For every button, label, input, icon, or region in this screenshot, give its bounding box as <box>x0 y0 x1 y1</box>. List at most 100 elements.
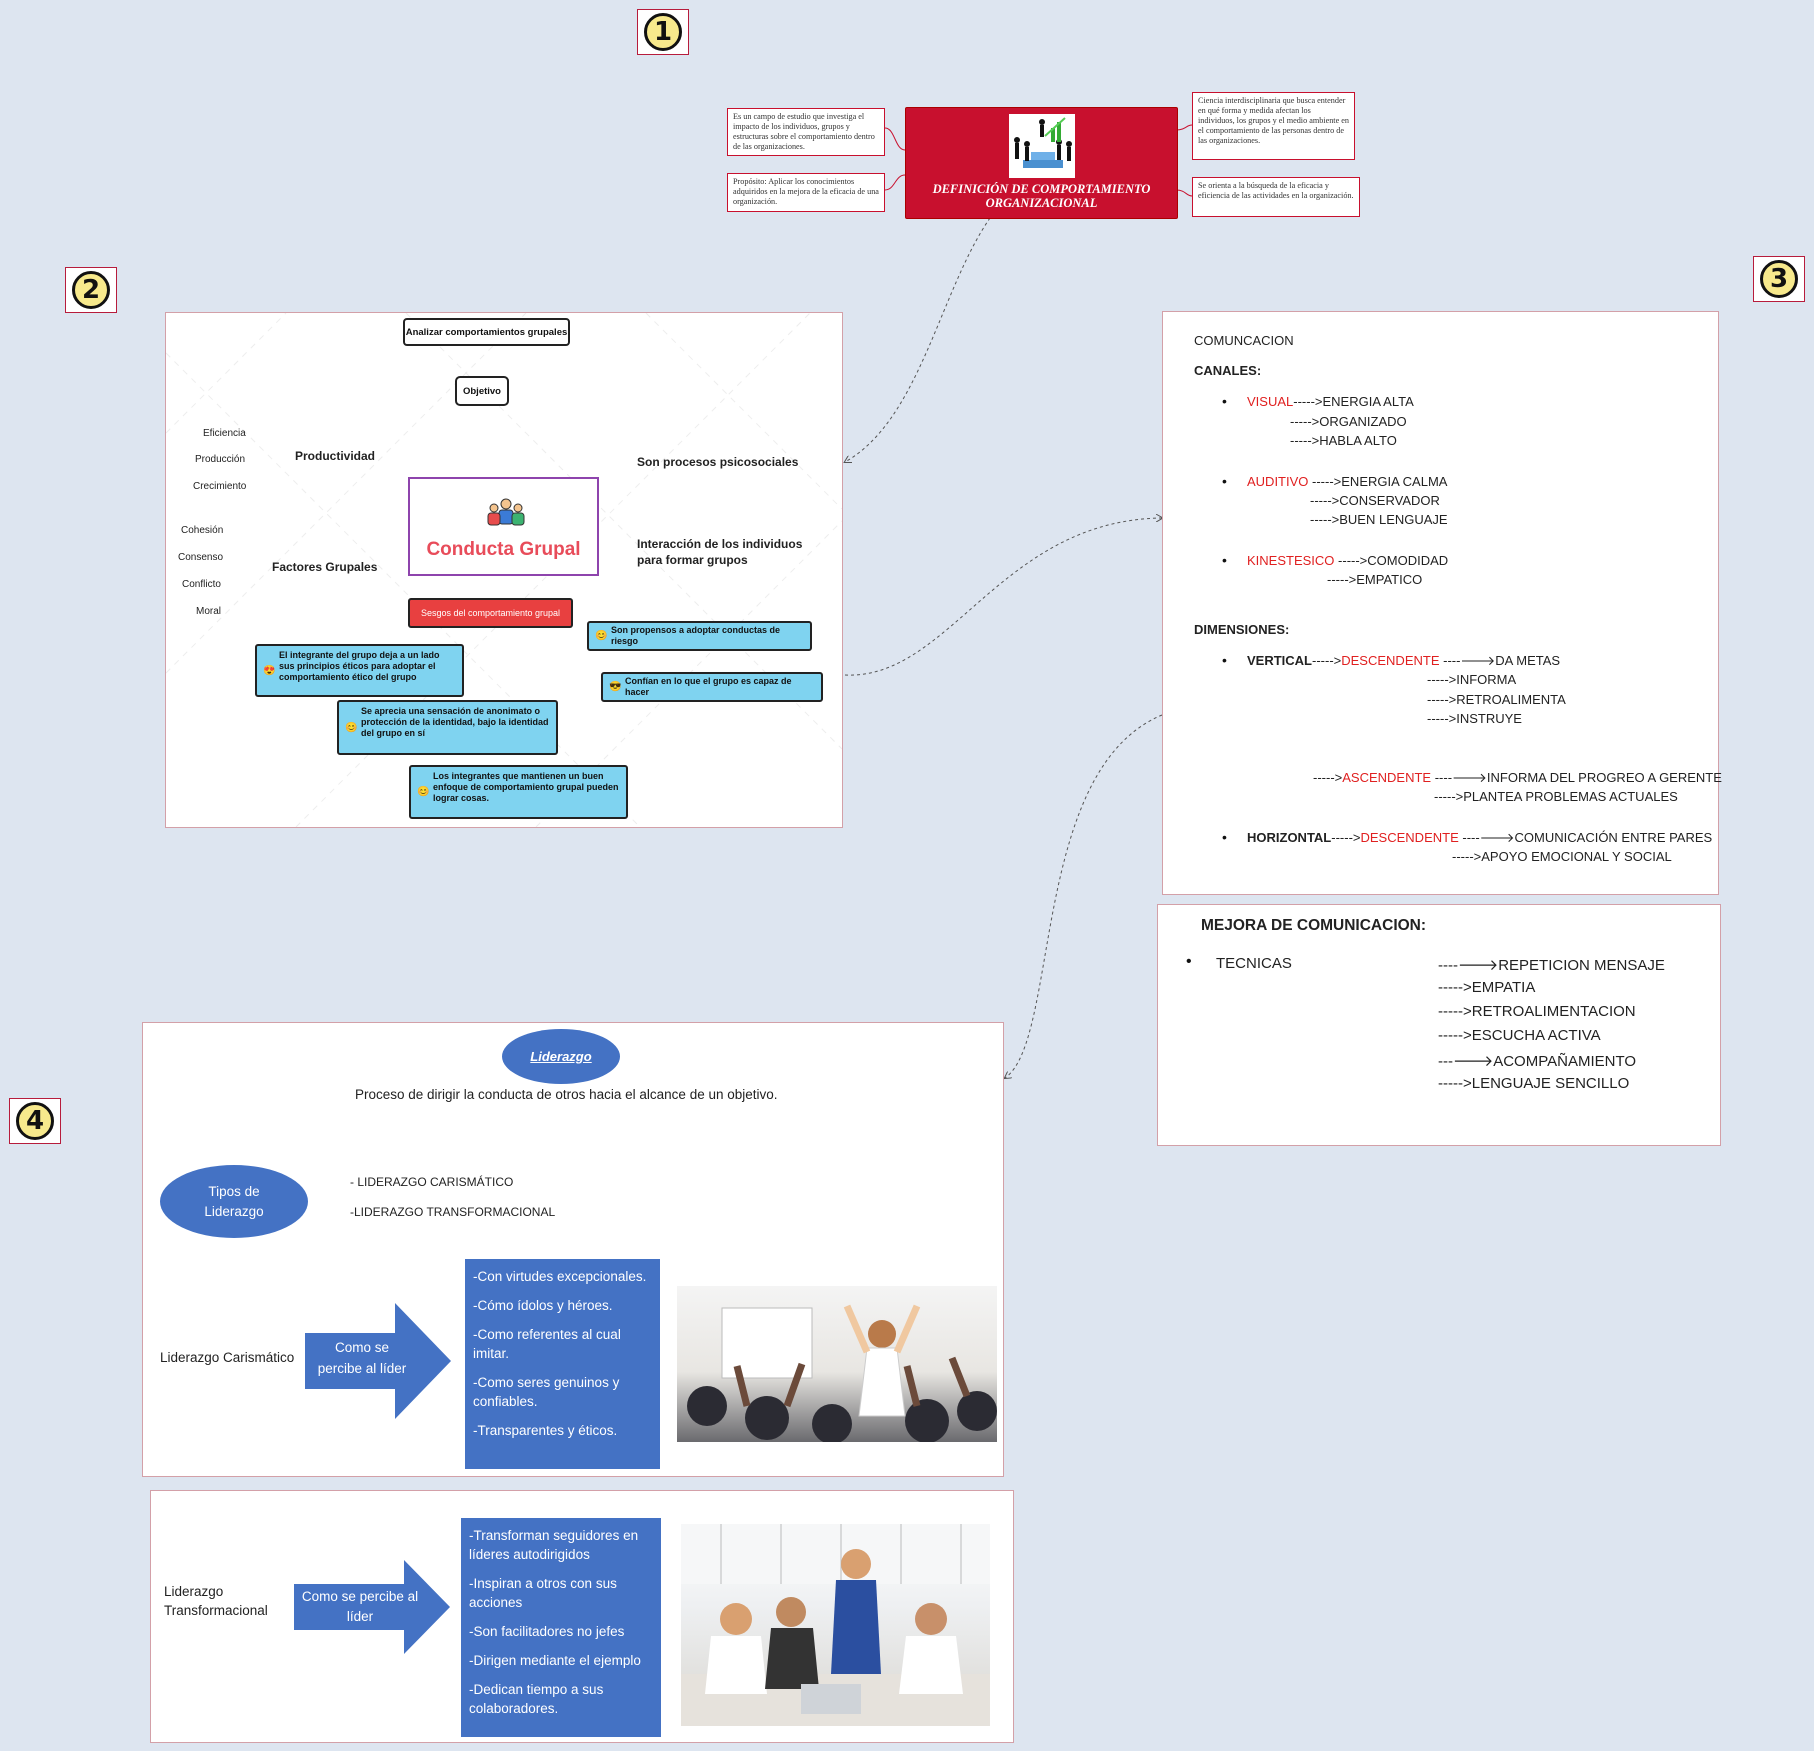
trait-item: -Dirigen mediante el ejemplo <box>469 1653 641 1668</box>
celebration-illustration <box>687 1304 997 1442</box>
sesgo-riesgo-text: Son propensos a adoptar conductas de rie… <box>611 625 781 646</box>
emoji-icon: 😎 <box>609 681 622 693</box>
comunicacion-panel <box>1162 311 1719 895</box>
objetivo-label: Objetivo <box>462 385 501 397</box>
v-informa: ----->INFORMA <box>1427 672 1517 687</box>
fact-item-conflicto: Conflicto <box>182 579 221 590</box>
ascendente-label: ASCENDENTE <box>1342 770 1432 785</box>
h-descendente-label: DESCENDENTE <box>1360 830 1459 845</box>
tecnica-item: ----🡒REPETICION MENSAJE <box>1438 957 1665 974</box>
comunicacion-title: COMUNCACION <box>1194 333 1294 348</box>
emoji-icon: 😊 <box>595 630 608 642</box>
definition-right-bottom: Se orienta a la búsqueda de la eficacia … <box>1192 177 1360 217</box>
interaccion-label: Interacción de los individuos para forma… <box>637 537 803 567</box>
section-badge-1: 1 <box>637 9 689 55</box>
canales-heading: CANALES: <box>1194 363 1262 378</box>
auditivo-line: AUDITIVO ----->ENERGIA CALMA <box>1247 474 1447 489</box>
v-metas: ----🡒DA METAS <box>1439 653 1561 668</box>
tipos-label: Tipos de Liderazgo <box>204 1183 264 1219</box>
objetivo-node[interactable]: Objetivo <box>455 376 509 406</box>
celebrating-team-photo <box>677 1286 997 1442</box>
sesgo-anonimato-node[interactable]: 😊Se aprecia una sensación de anonimato o… <box>337 700 558 755</box>
mejora-title: MEJORA DE COMUNICACION: <box>1201 917 1427 934</box>
trait-item: -Como seres genuinos y confiables. <box>473 1375 620 1409</box>
badge-number: 3 <box>1760 260 1798 298</box>
sesgos-node[interactable]: Sesgos del comportamiento grupal <box>408 598 573 628</box>
bullet: • <box>1222 393 1227 409</box>
team-growth-image <box>1009 114 1075 178</box>
horizontal-label: HORIZONTAL <box>1247 830 1332 845</box>
prod-item-eficiencia: Eficiencia <box>203 428 246 439</box>
emoji-icon: 😍 <box>263 665 276 676</box>
asc-arrow: -----> <box>1313 770 1343 785</box>
bullet: • <box>1186 953 1192 970</box>
visual-organizado: ----->ORGANIZADO <box>1290 414 1407 429</box>
tecnica-item: ----->ESCUCHA ACTIVA <box>1438 1027 1601 1044</box>
tecnicas-label: TECNICAS <box>1216 955 1292 972</box>
conducta-grupal-center[interactable]: Conducta Grupal <box>408 477 599 576</box>
analizar-node[interactable]: Analizar comportamientos grupales <box>403 318 570 346</box>
group-people-icon <box>487 498 525 526</box>
fact-item-moral: Moral <box>196 606 222 617</box>
psico-label: Son procesos psicosociales <box>637 455 799 469</box>
tecnica-item: ---🡒ACOMPAÑAMIENTO <box>1438 1053 1637 1070</box>
liderazgo-definicion: Proceso de dirigir la conducta de otros … <box>355 1087 778 1102</box>
v-retro: ----->RETROALIMENTA <box>1427 692 1566 707</box>
kin-comodidad: ----->COMODIDAD <box>1334 553 1449 568</box>
analizar-label: Analizar comportamientos grupales <box>405 326 568 338</box>
sesgo-riesgo-node[interactable]: 😊Son propensos a adoptar conductas de ri… <box>587 621 812 651</box>
trait-item: -Son facilitadores no jefes <box>469 1624 625 1639</box>
sesgo-logros-text: Los integrantes que mantienen un buen en… <box>433 771 619 803</box>
carismatico-arrow-label: Como se percibe al líder <box>317 1340 407 1376</box>
sesgo-logros-node[interactable]: 😊Los integrantes que mantienen un buen e… <box>409 765 628 819</box>
mejora-panel <box>1157 904 1721 1146</box>
vertical-arrow: -----> <box>1312 653 1342 668</box>
definition-right-top: Ciencia interdisciplinaria que busca ent… <box>1192 92 1355 160</box>
trait-item: -Inspiran a otros con sus acciones <box>469 1576 617 1610</box>
liderazgo-title-ellipse[interactable]: Liderazgo <box>502 1029 620 1084</box>
transformacional-arrow-label: Como se percibe al líder <box>301 1589 419 1624</box>
horizontal-arrow: -----> <box>1331 830 1361 845</box>
descendente-label: DESCENDENTE <box>1341 653 1440 668</box>
badge-number: 1 <box>644 13 682 51</box>
horizontal-line: HORIZONTAL----->DESCENDENTE ----🡒COMUNIC… <box>1247 830 1712 846</box>
bullet: • <box>1222 652 1227 668</box>
carismatico-arrow <box>305 1303 451 1419</box>
badge-number: 2 <box>72 271 110 309</box>
h-apoyo: ----->APOYO EMOCIONAL Y SOCIAL <box>1452 849 1672 864</box>
a-informa: ----🡒INFORMA DEL PROGREO A GERENTE <box>1431 770 1722 785</box>
definition-center-node: DEFINICIÓN DE COMPORTAMIENTO ORGANIZACIO… <box>905 107 1178 219</box>
transformacional-traits: -Transforman seguidores en líderes autod… <box>461 1518 661 1737</box>
prod-item-crecimiento: Crecimiento <box>193 481 247 492</box>
sesgo-confianza-node[interactable]: 😎Confían en lo que el grupo es capaz de … <box>601 672 823 702</box>
definition-title: DEFINICIÓN DE COMPORTAMIENTO ORGANIZACIO… <box>932 182 1151 210</box>
sesgo-etica-node[interactable]: 😍El integrante del grupo deja a un lado … <box>255 644 464 697</box>
prod-item-produccion: Producción <box>195 454 246 465</box>
visual-line: VISUAL----->ENERGIA ALTA <box>1247 394 1414 409</box>
definition-left-bottom: Propósito: Aplicar los conocimientos adq… <box>727 173 885 212</box>
vertical-line: VERTICAL----->DESCENDENTE ----🡒DA METAS <box>1247 653 1560 669</box>
fact-item-consenso: Consenso <box>178 552 224 563</box>
factores-label: Factores Grupales <box>272 560 378 574</box>
productividad-label: Productividad <box>295 449 376 463</box>
sesgo-etica-text: El integrante del grupo deja a un lado s… <box>279 650 440 682</box>
definition-left-top: Es un campo de estudio que investiga el … <box>727 108 885 156</box>
section-badge-2: 2 <box>65 267 117 313</box>
trait-item: -Como referentes al cual imitar. <box>473 1327 621 1361</box>
visual-habla: ----->HABLA ALTO <box>1290 433 1397 448</box>
auditivo-energia: ----->ENERGIA CALMA <box>1308 474 1448 489</box>
v-instruye: ----->INSTRUYE <box>1427 711 1522 726</box>
kinestesico-label: KINESTESICO <box>1247 553 1335 568</box>
a-plantea: ----->PLANTEA PROBLEMAS ACTUALES <box>1434 789 1678 804</box>
transformacional-arrow <box>294 1560 450 1654</box>
trait-item: -Transforman seguidores en líderes autod… <box>469 1528 639 1562</box>
sesgos-label: Sesgos del comportamiento grupal <box>420 608 561 618</box>
tecnica-item: ----->EMPATIA <box>1438 979 1536 996</box>
tipo-transformacional: -LIDERAZGO TRANSFORMACIONAL <box>350 1205 556 1219</box>
tipos-ellipse[interactable]: Tipos de Liderazgo <box>160 1165 308 1238</box>
sesgo-confianza-text: Confían en lo que el grupo es capaz de h… <box>625 676 792 697</box>
trait-item: -Con virtudes excepcionales. <box>473 1269 647 1284</box>
visual-label: VISUAL <box>1247 394 1294 409</box>
liderazgo-title: Liderazgo <box>530 1049 592 1064</box>
emoji-icon: 😊 <box>417 786 430 798</box>
